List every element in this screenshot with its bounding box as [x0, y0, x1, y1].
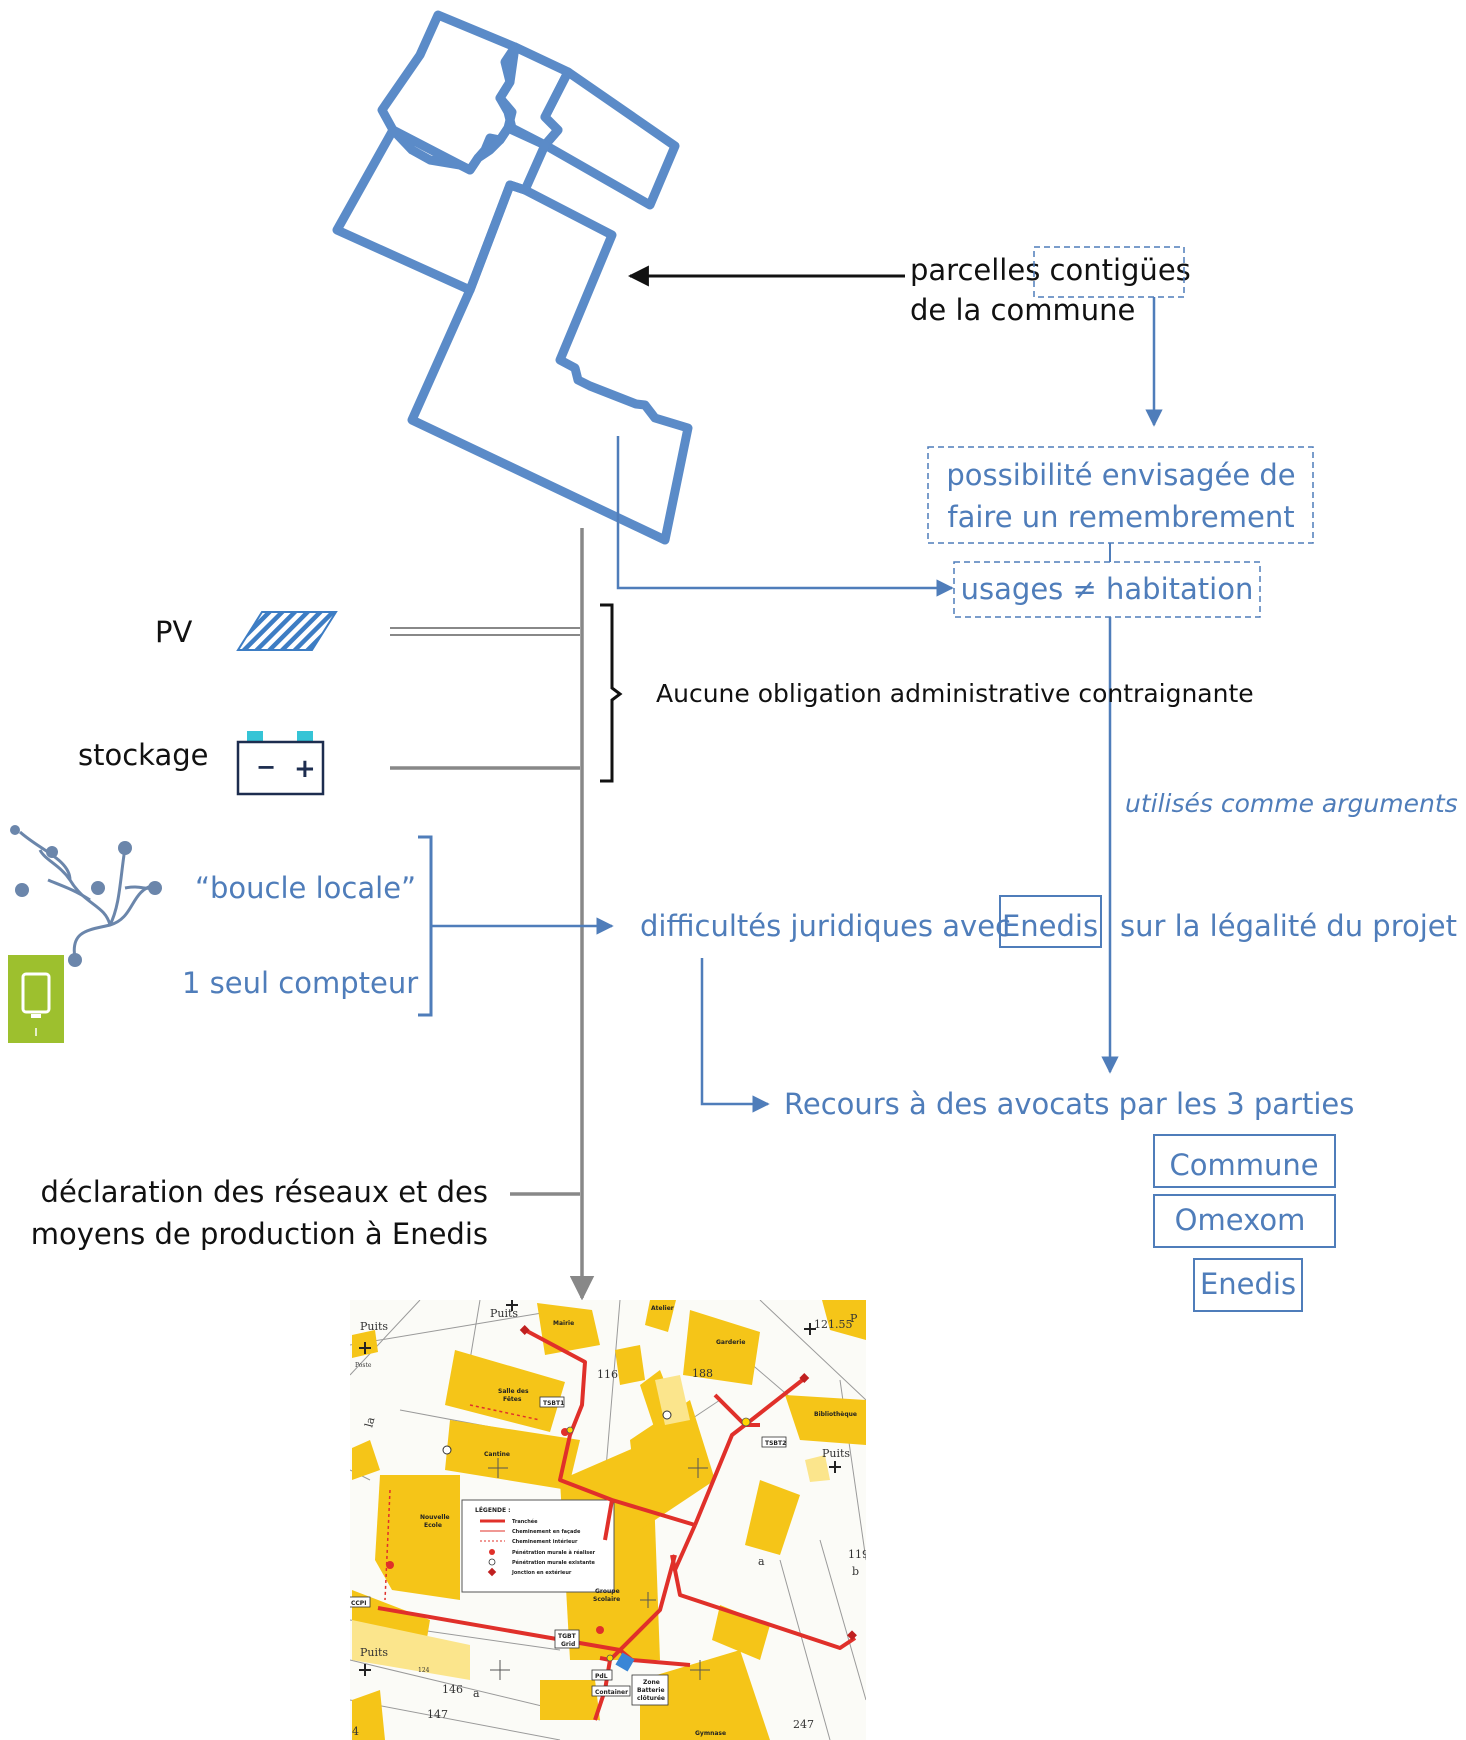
map-label-tgbt-1: TGBT	[558, 1633, 577, 1640]
map-label-zone-2: Batterie	[637, 1687, 665, 1694]
remembrement-box	[927, 446, 1314, 544]
map-num-a1: a	[758, 1555, 765, 1568]
parcel-e	[407, 180, 693, 545]
map-legend-title: LÉGENDE :	[475, 1506, 511, 1514]
map-label-nouvelle-ecole-1: Nouvelle	[420, 1514, 450, 1521]
map-label-mairie: Mairie	[553, 1320, 574, 1327]
map-label-poste: Poste	[355, 1362, 372, 1369]
map-num-b: b	[852, 1565, 859, 1578]
map-legend-item-0: Tranchée	[512, 1518, 538, 1525]
usages-box	[953, 561, 1261, 618]
map-legend-item-1: Cheminement en façade	[512, 1529, 581, 1535]
map-label-tsbt1: TSBT1	[543, 1400, 564, 1407]
map-num-188: 188	[692, 1367, 713, 1380]
difficultes-prefix: difficultés juridiques avec	[640, 909, 1011, 943]
map-label-salle-fetes-2: Fêtes	[503, 1396, 522, 1403]
map-label-pdl: PdL	[595, 1673, 608, 1680]
parcel-c	[540, 67, 680, 210]
map-legend-item-3: Pénétration murale à réaliser	[512, 1549, 596, 1556]
parcels-outline	[332, 10, 693, 545]
map-num-146: 146	[442, 1683, 463, 1696]
party-box-enedis	[1193, 1258, 1303, 1312]
smart-meter-icon	[8, 955, 64, 1043]
declaration-line1: déclaration des réseaux et des	[41, 1175, 488, 1209]
declaration-line2: moyens de production à Enedis	[31, 1217, 488, 1251]
difficultes-enedis: Enedis	[1002, 909, 1098, 943]
map-num-a2: a	[473, 1687, 480, 1700]
map-num-4: 4	[352, 1725, 359, 1738]
map-label-salle-fetes-1: Salle des	[498, 1388, 529, 1395]
map-label-groupe-scolaire-1: Groupe	[595, 1588, 620, 1595]
stockage-label: stockage	[78, 738, 208, 772]
map-label-bibliotheque: Bibliothèque	[814, 1411, 857, 1418]
map-label-puits4: Puits	[360, 1646, 388, 1659]
map-label-tgbt-2: Grid	[561, 1641, 575, 1648]
contigues-dashed-box	[1033, 246, 1185, 298]
map-label-zone-3: clôturée	[637, 1695, 665, 1702]
map-label-puits1: Puits	[360, 1320, 388, 1333]
party-commune: Commune	[1169, 1148, 1318, 1182]
map-label-atelier: Atelier	[651, 1305, 674, 1312]
usages-label: usages ≠ habitation	[961, 572, 1254, 606]
difficultes-to-recours-arrow	[700, 958, 770, 1113]
map-label-garderie: Garderie	[716, 1339, 745, 1346]
solar-panel-icon	[236, 611, 338, 651]
site-network-map: LÉGENDE : Tranchée Cheminement en façade…	[350, 1300, 869, 1740]
parcel-to-usages-arrow	[616, 436, 954, 597]
map-label-groupe-scolaire-2: Scolaire	[593, 1596, 620, 1603]
map-label-cantine: Cantine	[484, 1451, 510, 1458]
map-legend-item-5: Jonction en extérieur	[511, 1569, 572, 1576]
map-num-247: 247	[793, 1718, 814, 1731]
compteur-label: 1 seul compteur	[182, 966, 418, 1000]
map-legend-item-4: Pénétration murale existante	[512, 1559, 596, 1566]
battery-icon: − +	[236, 731, 325, 796]
map-label-zone-1: Zone	[643, 1679, 660, 1686]
map-num-116: 116	[597, 1368, 618, 1381]
map-label-puits3: Puits	[822, 1447, 850, 1460]
party-box-commune	[1153, 1134, 1336, 1188]
map-num-p: P	[850, 1312, 858, 1325]
map-label-puits2: Puits	[490, 1307, 518, 1320]
map-legend-item-2: Cheminement intérieur	[512, 1538, 578, 1545]
boucle-locale-label: “boucle locale”	[195, 871, 416, 905]
parcels-label-line1: parcelles contigües	[910, 253, 1191, 287]
party-omexom: Omexom	[1175, 1203, 1306, 1237]
recours-label: Recours à des avocats par les 3 parties	[784, 1087, 1354, 1121]
obligation-brace	[600, 603, 623, 783]
remembrement-line1: possibilité envisagée de	[946, 458, 1295, 492]
map-num-119: 119	[848, 1548, 869, 1561]
party-enedis: Enedis	[1200, 1267, 1296, 1301]
map-num-147: 147	[427, 1708, 448, 1721]
battery-minus: −	[256, 753, 276, 781]
parcel-d	[332, 123, 550, 295]
battery-plus: +	[294, 754, 316, 784]
network-tree-icon	[10, 825, 162, 967]
difficultes-enedis-box	[999, 895, 1102, 948]
map-num-124: 124	[418, 1667, 430, 1674]
map-label-nouvelle-ecole-2: Ecole	[424, 1522, 442, 1529]
party-box-omexom	[1153, 1194, 1336, 1248]
obligation-label: Aucune obligation administrative contrai…	[656, 679, 1254, 708]
map-label-gymnase: Gymnase	[695, 1730, 726, 1737]
map-label-tsbt2: TSBT2	[765, 1440, 786, 1447]
boucle-bracket	[418, 835, 433, 1017]
arguments-label: utilisés comme arguments	[1125, 789, 1458, 818]
map-num-121: 121.55	[814, 1318, 853, 1331]
map-label-ccpi: CCPI	[351, 1600, 366, 1607]
remembrement-line2: faire un remembrement	[947, 500, 1294, 534]
pv-label: PV	[155, 615, 192, 649]
parcels-label-line2: de la commune	[910, 293, 1135, 327]
map-num-la: la	[362, 1415, 377, 1429]
difficultes-suffix: sur la légalité du projet	[1120, 909, 1457, 943]
map-label-container: Container	[595, 1689, 628, 1696]
